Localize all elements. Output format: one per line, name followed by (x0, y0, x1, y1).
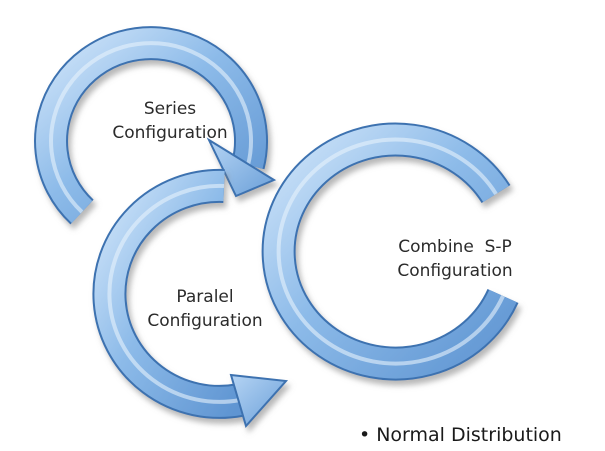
series-label-line-1: Series (143, 99, 197, 119)
combine-configuration-label: Combine S-P Configuration (365, 235, 545, 283)
paralel-circular-arrow (92, 168, 289, 429)
bullet-dot: • (359, 424, 371, 446)
series-arrow-head (206, 137, 277, 198)
paralel-label-line-2: Configuration (147, 311, 263, 331)
paralel-arrow-head (229, 373, 289, 429)
combine-label-line-2: Configuration (397, 261, 513, 281)
combine-circular-arrow (261, 122, 519, 381)
series-circular-arrow (34, 26, 277, 225)
bullet-note-text: Normal Distribution (376, 424, 562, 446)
paralel-label-line-1: Paralel (176, 287, 234, 307)
paralel-configuration-label: Paralel Configuration (115, 285, 295, 333)
combine-label-line-1: Combine S-P (398, 237, 512, 257)
series-configuration-label: Series Configuration (80, 97, 260, 145)
series-label-line-2: Configuration (112, 123, 228, 143)
bullet-note: •Normal Distribution (359, 424, 562, 446)
